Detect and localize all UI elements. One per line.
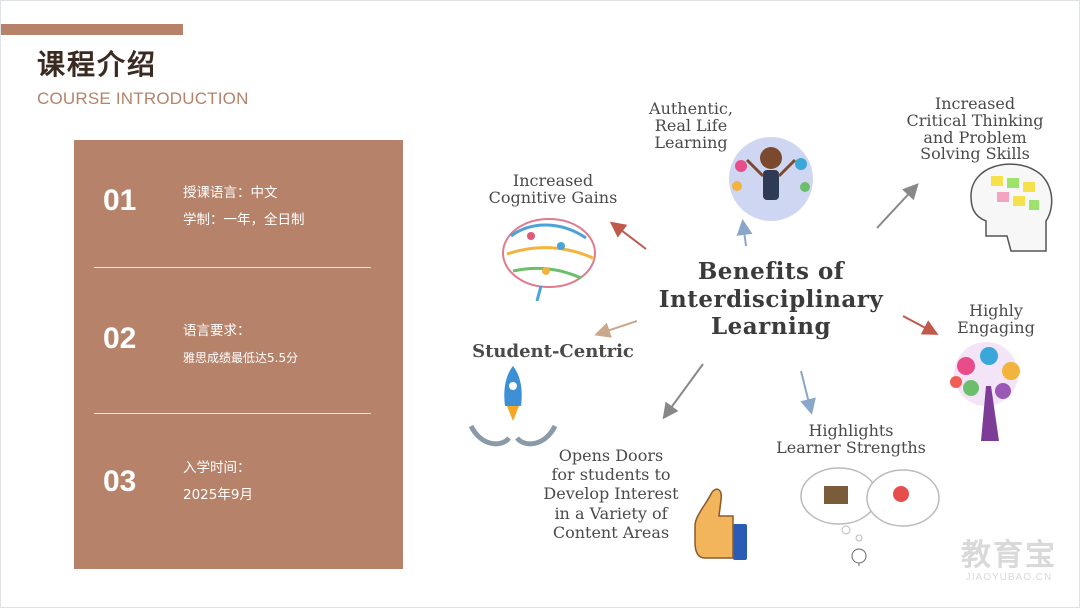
node-authentic: Authentic, Real Life Learning	[621, 99, 761, 152]
info-line: 授课语言：中文	[183, 185, 278, 201]
page-title: 课程介绍	[37, 48, 158, 81]
thought-bubbles-icon	[800, 467, 940, 566]
brain-icon	[502, 218, 596, 302]
arrow-critical	[876, 183, 919, 229]
accent-bar	[1, 24, 183, 35]
node-line: Cognitive Gains	[488, 187, 618, 207]
mindmap-arrows	[468, 137, 1053, 566]
node-line: Highly	[969, 301, 1023, 320]
node-student-centric: Student-Centric	[472, 341, 634, 362]
node-line: Critical Thinking	[906, 110, 1044, 130]
node-line: Content Areas	[552, 522, 670, 542]
watermark-logo: 教育宝 JIAOYUBAO.CN	[961, 530, 1057, 583]
info-number: 01	[103, 184, 137, 217]
divider	[94, 413, 371, 414]
node-line: Engaging	[957, 317, 1035, 337]
node-line: Authentic,	[649, 99, 733, 118]
arrow-student-centric	[594, 320, 638, 338]
arrow-authentic	[736, 219, 753, 247]
node-line: in a Variety of	[554, 503, 668, 523]
arrow-cognitive	[609, 221, 647, 250]
node-line: Solving Skills	[920, 144, 1030, 164]
info-line: 入学时间：	[183, 460, 251, 476]
watermark-en: JIAOYUBAO.CN	[965, 572, 1053, 583]
node-learner-strengths: Highlights Learner Strengths	[741, 421, 961, 457]
arrow-strengths	[800, 370, 816, 415]
info-text: 入学时间： 2025年9月	[183, 455, 253, 509]
info-line: 语言要求：	[183, 323, 251, 339]
node-line: Highlights	[808, 421, 894, 440]
node-line: Learner Strengths	[776, 437, 926, 457]
info-number: 03	[103, 465, 137, 498]
page-subtitle: COURSE INTRODUCTION	[37, 89, 249, 108]
node-critical-thinking: Increased Critical Thinking and Problem …	[875, 94, 1075, 164]
colorful-tree-icon	[950, 342, 1020, 441]
node-line: Real Life	[654, 115, 728, 135]
center-line: Interdisciplinary	[658, 285, 884, 313]
arrow-engaging	[902, 315, 939, 335]
info-number: 02	[103, 322, 137, 355]
node-highly-engaging: Highly Engaging	[936, 301, 1056, 337]
info-line: 学制：一年，全日制	[183, 212, 305, 228]
thinking-head-icon	[970, 163, 1053, 252]
info-line: 2025年9月	[183, 487, 253, 503]
node-opens-doors: Opens Doors for students to Develop Inte…	[521, 446, 701, 542]
center-line: Learning	[710, 313, 832, 341]
node-line: Increased	[512, 171, 594, 190]
center-line: Benefits of	[697, 258, 845, 285]
node-line: Develop Interest	[543, 484, 679, 504]
rocket-icon	[468, 366, 558, 447]
node-line: Learning	[654, 132, 728, 152]
divider	[94, 267, 371, 268]
thumbs-up-icon	[694, 488, 747, 560]
learner-figure-icon	[729, 137, 813, 221]
node-line: and Problem	[923, 127, 1027, 147]
watermark-cn: 教育宝	[961, 538, 1057, 573]
info-text: 语言要求： 雅思成绩最低达5.5分	[183, 318, 298, 372]
node-line: Opens Doors	[558, 446, 664, 465]
benefits-mindmap: Benefits of Interdisciplinary Learning A…	[441, 86, 1080, 566]
info-line: 雅思成绩最低达5.5分	[183, 351, 299, 365]
node-cognitive-gains: Increased Cognitive Gains	[463, 171, 643, 207]
course-info-panel: 01 授课语言：中文 学制：一年，全日制 02 语言要求： 雅思成绩最低达5.5…	[74, 140, 403, 569]
mindmap-center-title: Benefits of Interdisciplinary Learning	[631, 258, 911, 341]
node-line: Increased	[934, 94, 1016, 113]
node-line: for students to	[551, 465, 671, 485]
arrow-opens-doors	[662, 363, 704, 420]
info-text: 授课语言：中文 学制：一年，全日制	[183, 180, 305, 234]
